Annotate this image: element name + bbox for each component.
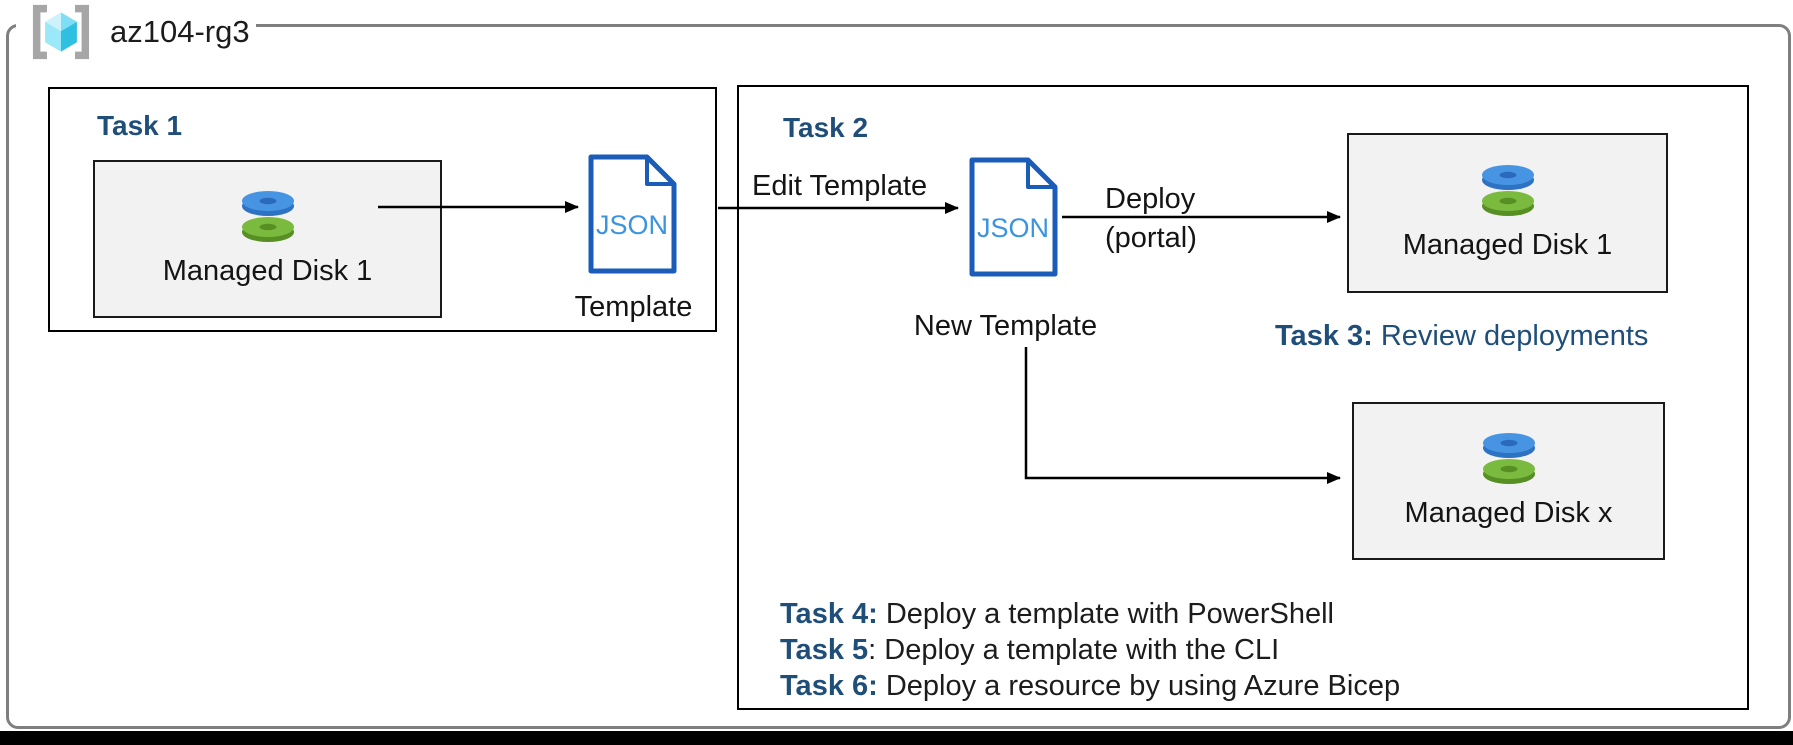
svg-text:JSON: JSON [977, 213, 1049, 243]
managed-disk-x-label: Managed Disk x [1404, 497, 1613, 529]
task4-line: Task 4: Deploy a template with PowerShel… [780, 596, 1400, 632]
task2-managed-disk-1-box: Managed Disk 1 [1347, 133, 1668, 293]
task3-text: Review deployments [1372, 320, 1649, 352]
bottom-black-bar [0, 731, 1793, 745]
task2-managed-disk-1-label: Managed Disk 1 [1402, 229, 1613, 261]
template-label: Template [574, 291, 693, 323]
task5-label: Task 5 [780, 634, 869, 666]
resource-group-name: az104-rg3 [110, 14, 250, 49]
task4-text: Deploy a template with PowerShell [877, 598, 1334, 630]
deploy-arrow-label: Deploy [1105, 183, 1196, 215]
task5-line: Task 5: Deploy a template with the CLI [780, 632, 1400, 668]
task5-text: : Deploy a template with the CLI [868, 634, 1280, 666]
resource-group-border [6, 24, 1791, 729]
managed-disk-x-box: Managed Disk x [1352, 402, 1665, 560]
new-template-json-icon: JSON [969, 157, 1058, 277]
task6-line: Task 6: Deploy a resource by using Azure… [780, 668, 1400, 704]
managed-disk-1-label: Managed Disk 1 [162, 255, 373, 287]
new-template-label: New Template [913, 310, 1098, 342]
deploy-portal-label: (portal) [1105, 222, 1197, 254]
task6-text: Deploy a resource by using Azure Bicep [877, 670, 1401, 702]
svg-text:JSON: JSON [596, 210, 668, 240]
task1-title: Task 1 [97, 110, 183, 141]
managed-disk-icon [1481, 165, 1534, 216]
task4-label: Task 4: [780, 598, 878, 630]
resource-group-icon [32, 4, 90, 60]
task3-label: Task 3: [1275, 320, 1373, 352]
managed-disk-1-box: Managed Disk 1 [93, 160, 442, 318]
task3-annotation: Task 3: Review deployments [1275, 320, 1648, 353]
task-list: Task 4: Deploy a template with PowerShel… [780, 596, 1400, 704]
edit-template-arrow-label: Edit Template [752, 170, 928, 202]
json-template-icon: JSON [588, 154, 677, 274]
managed-disk-icon [1482, 433, 1535, 484]
task2-title: Task 2 [783, 112, 869, 143]
task6-label: Task 6: [780, 670, 878, 702]
managed-disk-icon [241, 191, 294, 242]
